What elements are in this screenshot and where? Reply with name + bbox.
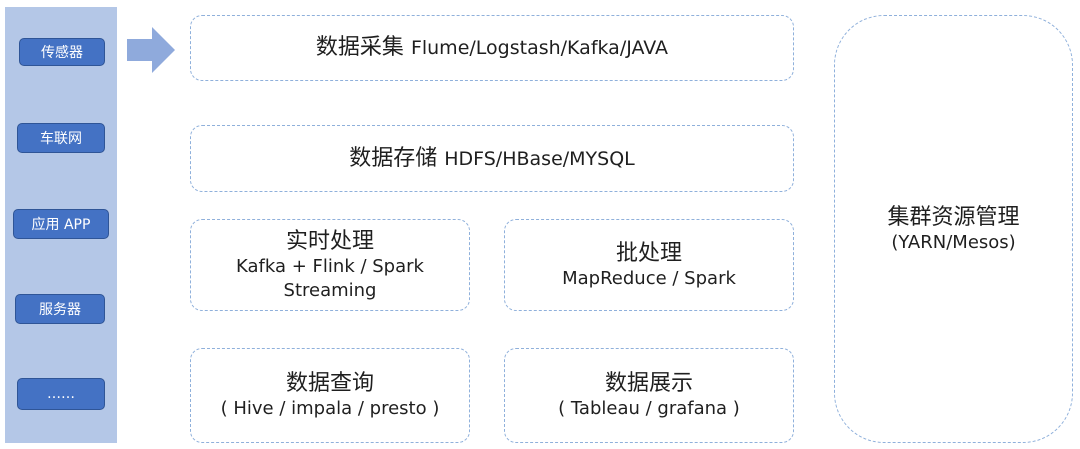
batch-tools: MapReduce / Spark xyxy=(562,267,736,289)
collection-tools: Flume/Logstash/Kafka/JAVA xyxy=(410,37,669,59)
data-collection-layer: 数据采集 Flume/Logstash/Kafka/JAVA xyxy=(190,15,794,81)
data-display-box: 数据展示 ( Tableau / grafana ) xyxy=(504,348,794,443)
display-tools: ( Tableau / grafana ) xyxy=(558,398,740,419)
source-more[interactable]: …… xyxy=(17,378,105,410)
batch-title: 批处理 xyxy=(615,240,682,266)
collection-title: 数据采集 xyxy=(315,35,404,60)
display-title: 数据展示 xyxy=(604,371,693,396)
query-title: 数据查询 xyxy=(285,371,374,396)
batch-processing-box: 批处理 MapReduce / Spark xyxy=(504,219,794,311)
data-query-box: 数据查询 ( Hive / impala / presto ) xyxy=(190,348,470,443)
source-app[interactable]: 应用 APP xyxy=(13,209,109,239)
realtime-processing-box: 实时处理 Kafka + Flink / Spark Streaming xyxy=(190,219,470,311)
cluster-resource-management-box: 集群资源管理 (YARN/Mesos) xyxy=(834,15,1073,443)
source-sensor[interactable]: 传感器 xyxy=(19,38,105,66)
realtime-tools-line2: Streaming xyxy=(283,279,377,301)
query-tools: ( Hive / impala / presto ) xyxy=(220,398,440,419)
source-server[interactable]: 服务器 xyxy=(15,294,105,324)
storage-tools: HDFS/HBase/MYSQL xyxy=(444,147,635,170)
data-storage-layer: 数据存储 HDFS/HBase/MYSQL xyxy=(190,125,794,192)
source-vehicle-network[interactable]: 车联网 xyxy=(17,123,105,153)
storage-title: 数据存储 xyxy=(349,145,438,171)
cluster-title: 集群资源管理 xyxy=(887,204,1020,230)
data-source-column: 传感器 车联网 应用 APP 服务器 …… xyxy=(5,7,117,443)
cluster-subtitle: (YARN/Mesos) xyxy=(891,231,1016,253)
realtime-title: 实时处理 xyxy=(285,228,374,254)
right-arrow-icon xyxy=(127,27,175,73)
realtime-tools-line1: Kafka + Flink / Spark xyxy=(236,255,424,277)
